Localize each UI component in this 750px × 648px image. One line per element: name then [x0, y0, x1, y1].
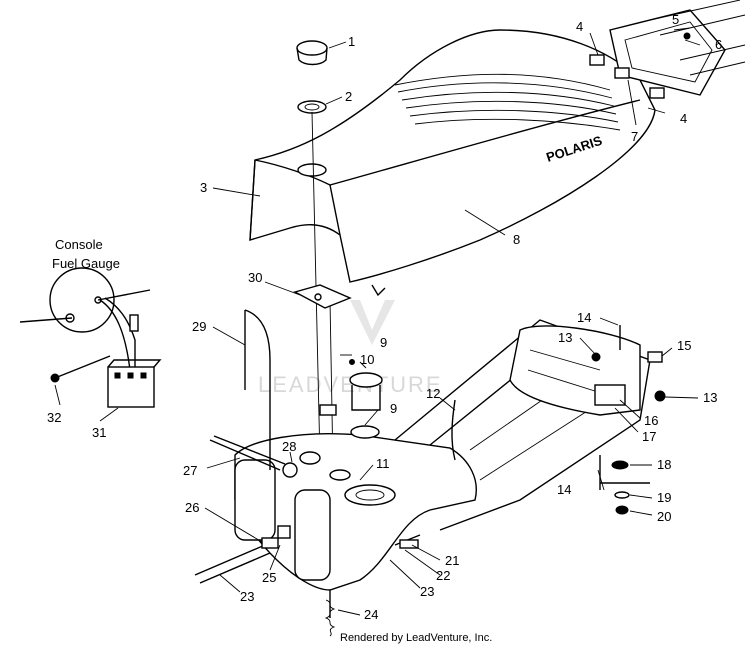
callout-26: 26: [185, 500, 199, 515]
callout-9b: 9: [390, 401, 397, 416]
callout-29: 29: [192, 319, 206, 334]
callout-10: 10: [360, 352, 374, 367]
callout-21: 21: [445, 553, 459, 568]
callout-24: 24: [364, 607, 378, 622]
callout-30: 30: [248, 270, 262, 285]
callout-27: 27: [183, 463, 197, 478]
callout-13a: 13: [558, 330, 572, 345]
callout-31: 31: [92, 425, 106, 440]
callout-16: 16: [644, 413, 658, 428]
fuel-tank: [194, 309, 477, 637]
callout-7: 7: [631, 129, 638, 144]
callout-13b: 13: [703, 390, 717, 405]
taillight-assembly: [589, 0, 746, 99]
callout-15: 15: [677, 338, 691, 353]
callout-14a: 14: [577, 310, 591, 325]
callouts: 1 2 3 4 4 5 6 7 8 9 9 10 11 12 13 13 14 …: [47, 12, 722, 622]
callout-2: 2: [345, 89, 352, 104]
callout-25: 25: [262, 570, 276, 585]
callout-9a: 9: [380, 335, 387, 350]
callout-1: 1: [348, 34, 355, 49]
callout-5: 5: [672, 12, 679, 27]
callout-32: 32: [47, 410, 61, 425]
callout-17: 17: [642, 429, 656, 444]
cap-gasket: [297, 100, 327, 114]
callout-11: 11: [376, 456, 390, 471]
callout-23a: 23: [420, 584, 434, 599]
watermark-text: LEADVENTURE: [258, 372, 443, 397]
footer-credit: Rendered by LeadVenture, Inc.: [340, 632, 492, 644]
callout-20: 20: [657, 509, 671, 524]
callout-12: 12: [426, 386, 440, 401]
leader-lines: [54, 27, 701, 616]
callout-3: 3: [200, 180, 207, 195]
callout-8: 8: [513, 232, 520, 247]
callout-23b: 23: [240, 589, 254, 604]
callout-14b: 14: [557, 482, 571, 497]
gauge-label-line1: Console: [55, 237, 103, 252]
callout-4a: 4: [576, 19, 583, 34]
fuel-sender: [293, 284, 383, 439]
gas-cap: [296, 40, 328, 66]
callout-18: 18: [657, 457, 671, 472]
callout-4b: 4: [680, 111, 687, 126]
gauge-label-line2: Fuel Gauge: [52, 256, 120, 271]
console-fuel-gauge: Console Fuel Gauge: [19, 237, 162, 408]
watermark: LEADVENTURE: [258, 300, 443, 397]
callout-6: 6: [715, 37, 722, 52]
chassis: [394, 319, 666, 531]
seat: POLARIS: [249, 29, 656, 297]
callout-22: 22: [436, 568, 450, 583]
callout-19: 19: [657, 490, 671, 505]
callout-28: 28: [282, 439, 296, 454]
